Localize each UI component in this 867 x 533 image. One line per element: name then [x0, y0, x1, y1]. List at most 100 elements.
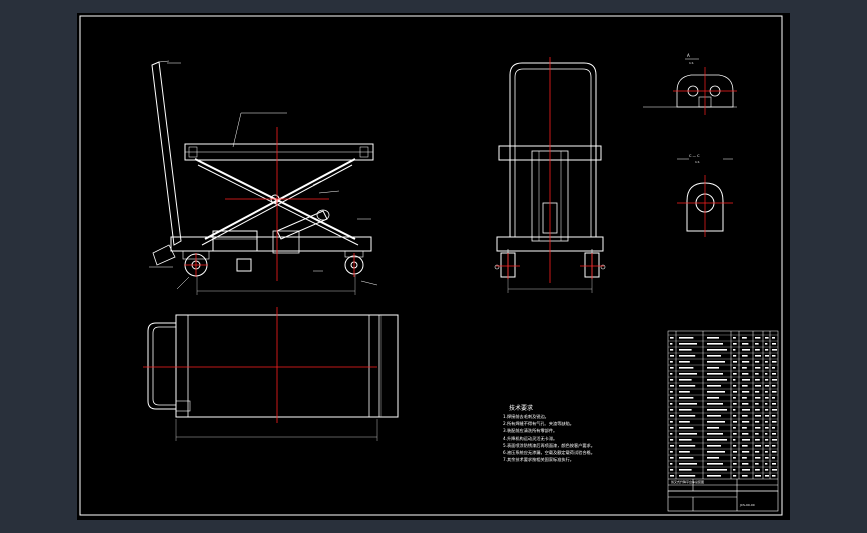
parts-entry-mark [707, 337, 719, 339]
parts-entry-mark [772, 397, 775, 399]
parts-entry-mark [755, 343, 759, 345]
top-view-centerlines [143, 307, 377, 423]
parts-entry-mark [765, 337, 769, 339]
section-c-label: C — C [689, 154, 700, 158]
parts-entry-mark [733, 475, 737, 477]
drawing-number: JCS-00-00 [740, 503, 755, 507]
parts-entry-mark [733, 343, 737, 345]
parts-entry-mark [670, 463, 673, 465]
parts-entry-mark [670, 337, 674, 339]
parts-entry-mark [679, 379, 692, 381]
parts-entry-mark [765, 451, 768, 453]
pump-box [212, 230, 258, 252]
parts-entry-mark [670, 427, 674, 429]
parts-entry-mark [679, 355, 696, 357]
top-view-dimension [175, 315, 382, 441]
parts-entry-mark [765, 361, 768, 363]
platform-outline [175, 314, 399, 418]
parts-entry-mark [755, 427, 761, 429]
drawing-border [79, 15, 783, 516]
parts-list-table [667, 330, 779, 492]
parts-entry-mark [733, 391, 737, 393]
front-view-centerlines [184, 127, 355, 281]
parts-entry-mark [733, 439, 736, 441]
parts-entry-mark [765, 373, 768, 375]
parts-entry-mark [707, 391, 725, 393]
parts-entry-mark [772, 409, 777, 411]
parts-entry-mark [755, 361, 760, 363]
parts-entry-mark [755, 433, 759, 435]
parts-entry-mark [707, 415, 721, 417]
detail-a-scale: 1:1 [689, 61, 694, 65]
parts-entry-mark [765, 403, 768, 405]
parts-entry-mark [755, 469, 760, 471]
parts-entry-mark [742, 355, 748, 357]
parts-entry-mark [765, 415, 769, 417]
parts-entry-mark [755, 403, 759, 405]
parts-entry-mark [765, 409, 769, 411]
parts-entry-mark [707, 433, 723, 435]
parts-entry-mark [742, 403, 749, 405]
requirement-line-7: 7.其余技术要求按相关国家标准执行。 [503, 457, 574, 463]
foot-pedal [152, 244, 176, 266]
hydraulic-cylinder [276, 210, 328, 240]
parts-entry-mark [772, 427, 775, 429]
parts-entry-mark [670, 397, 674, 399]
parts-entry-mark [742, 367, 747, 369]
detail-a-centerlines [673, 67, 737, 115]
parts-entry-mark [679, 457, 694, 459]
parts-entry-mark [733, 397, 736, 399]
parts-entry-mark [742, 397, 747, 399]
parts-entry-mark [733, 361, 737, 363]
parts-entry-mark [679, 403, 697, 405]
parts-entry-mark [765, 349, 769, 351]
parts-entry-mark [765, 463, 768, 465]
requirement-line-2: 2.所有焊缝不得有气孔、夹渣等缺陷。 [503, 421, 574, 427]
parts-entry-mark [755, 349, 760, 351]
parts-entry-mark [679, 469, 692, 471]
parts-entry-mark [765, 343, 768, 345]
parts-entry-mark [670, 379, 674, 381]
parts-entry-mark [772, 361, 777, 363]
parts-entry-mark [679, 415, 696, 417]
parts-entry-mark [670, 451, 673, 453]
parts-entry-mark [707, 385, 721, 387]
parts-entry-mark [679, 433, 697, 435]
parts-entry-mark [742, 475, 748, 477]
parts-entry-mark [742, 457, 747, 459]
parts-entry-mark [742, 415, 748, 417]
parts-entry-mark [733, 349, 736, 351]
parts-entry-mark [670, 445, 674, 447]
parts-entry-mark [707, 469, 727, 471]
handle-loop [147, 322, 176, 410]
section-c-scale: 1:1 [695, 160, 700, 164]
parts-entry-mark [670, 355, 674, 357]
base-frame [170, 236, 372, 252]
parts-entry-mark [742, 409, 750, 411]
parts-entry-mark [772, 391, 777, 393]
technical-requirements-title: 技术要求 [509, 405, 534, 412]
parts-entry-mark [772, 367, 775, 369]
parts-entry-mark [707, 463, 723, 465]
parts-entry-mark [707, 445, 721, 447]
parts-entry-mark [742, 391, 750, 393]
parts-entry-mark [670, 415, 674, 417]
parts-entry-mark [742, 463, 749, 465]
parts-entry-mark [670, 373, 673, 375]
parts-entry-mark [670, 475, 674, 477]
parts-entry-mark [733, 337, 736, 339]
parts-entry-mark [679, 451, 690, 453]
drawing-name: 剪叉式升降平台车总装图 [671, 480, 705, 484]
parts-entry-mark [670, 421, 673, 423]
parts-entry-mark [742, 361, 750, 363]
parts-entry-mark [755, 379, 760, 381]
parts-entry-mark [679, 385, 696, 387]
parts-entry-mark [755, 409, 760, 411]
requirement-line-4: 4.升降机构运动灵活无卡滞。 [503, 435, 558, 441]
parts-entry-mark [772, 385, 776, 387]
side-view-centerlines [496, 57, 604, 283]
parts-entry-mark [733, 367, 736, 369]
parts-entry-mark [765, 379, 769, 381]
requirement-line-6: 6.液压系统应无渗漏，空载及额定载荷试验合格。 [503, 450, 595, 456]
